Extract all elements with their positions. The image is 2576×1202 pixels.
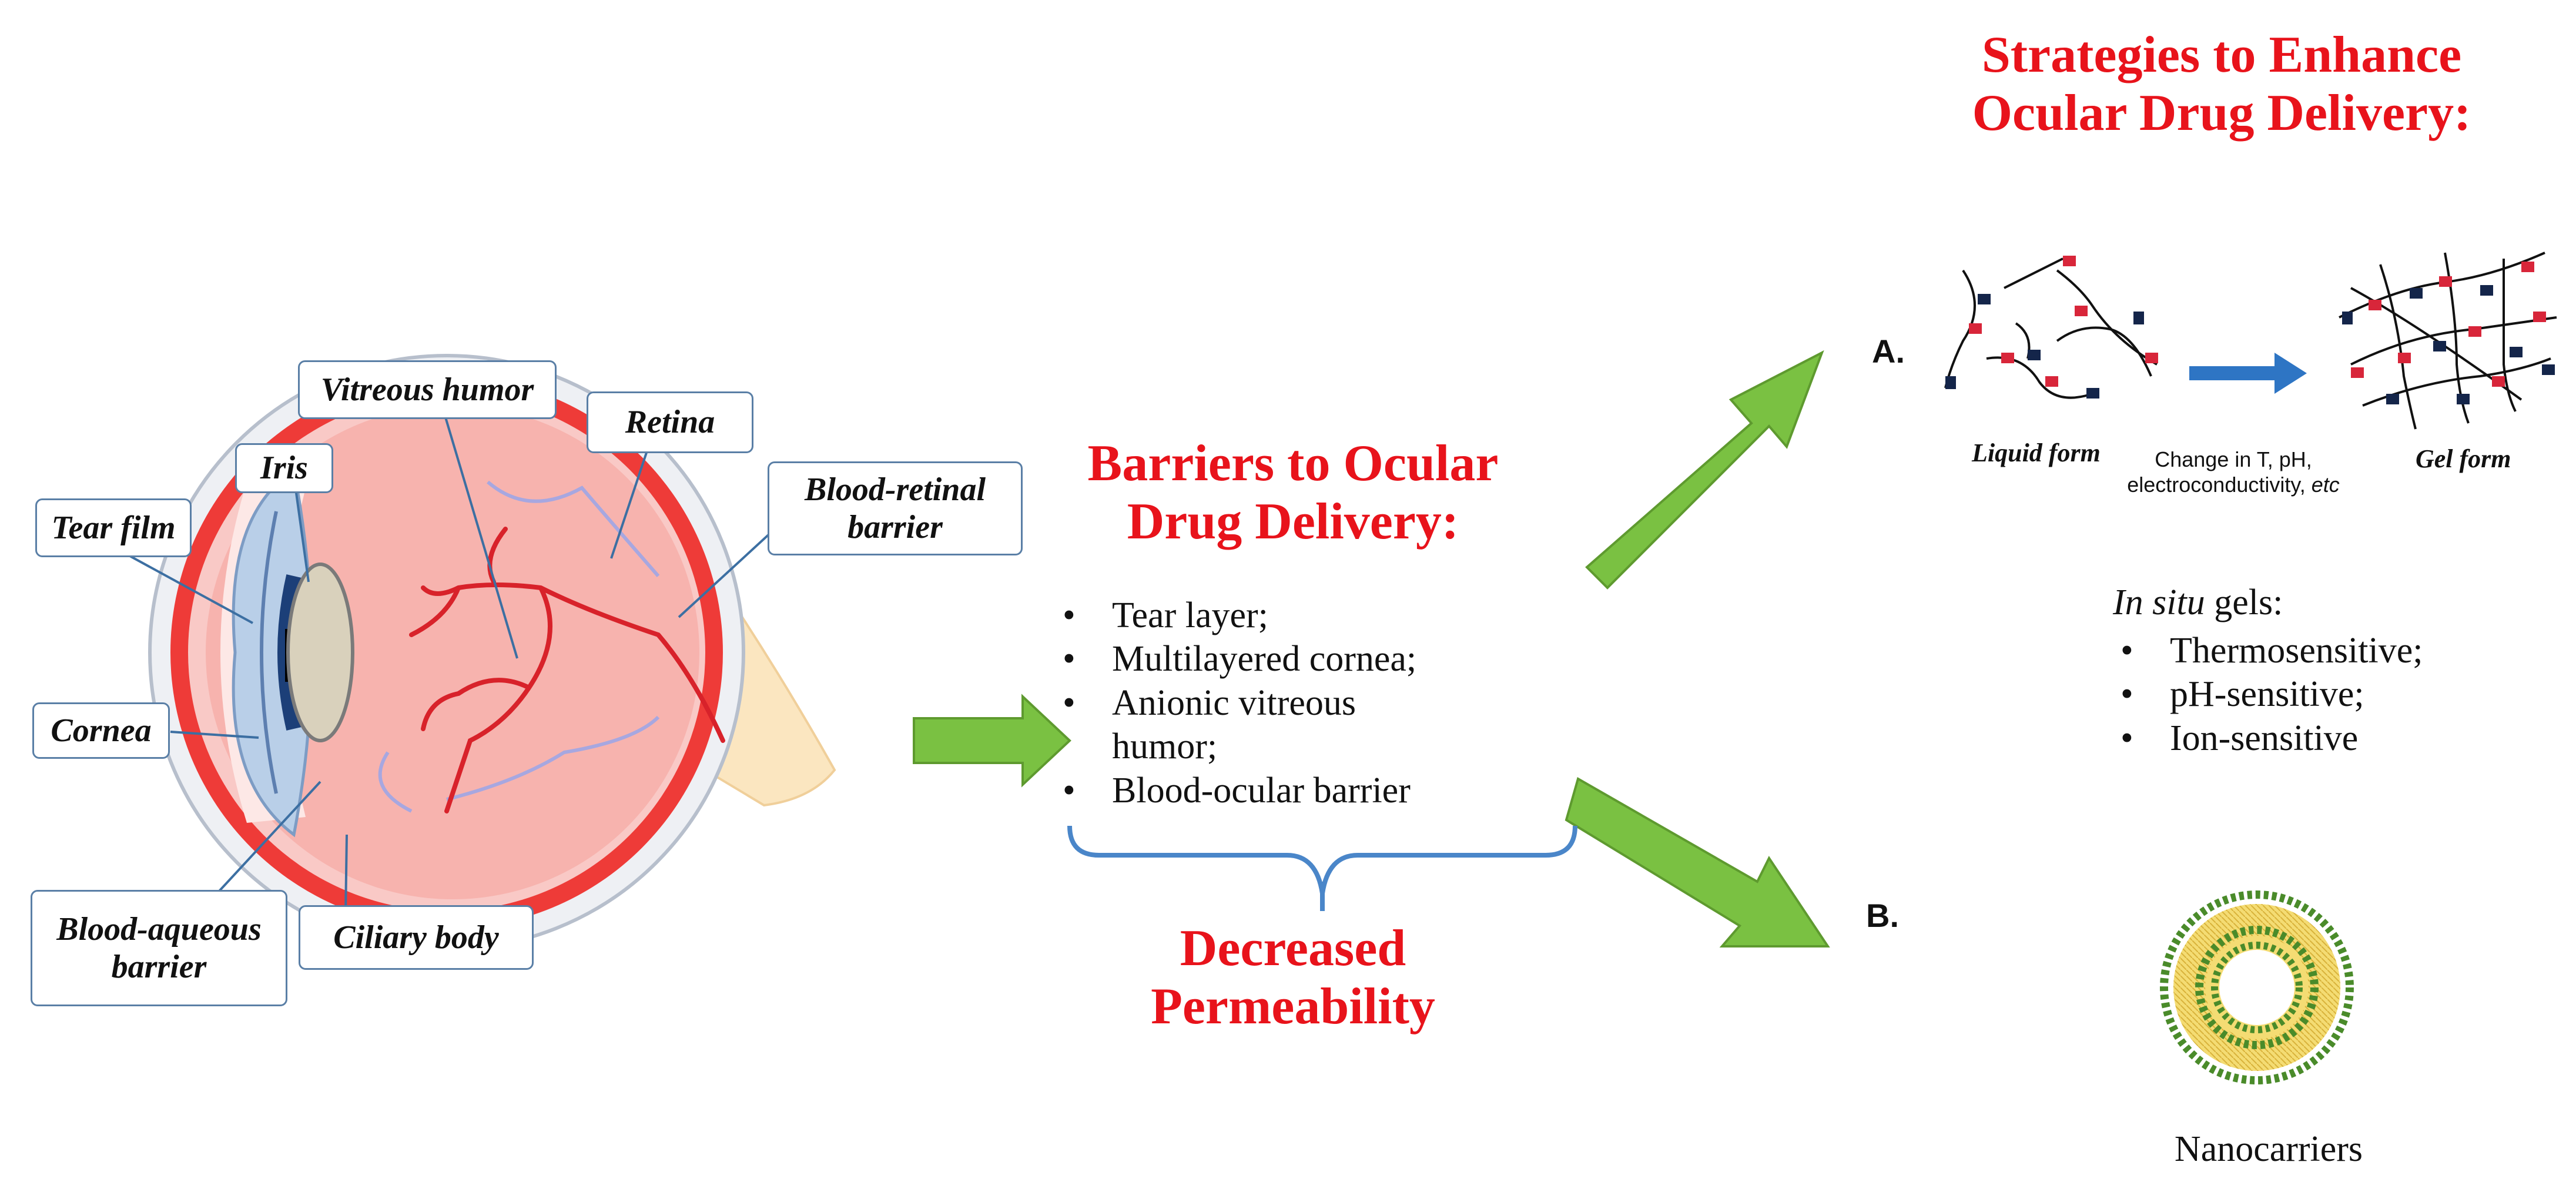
barrier-item: Blood-ocular barrier bbox=[1058, 769, 1563, 813]
strategy-a-letter: A. bbox=[1872, 333, 1905, 370]
strategies-title: Strategies to Enhance Ocular Drug Delive… bbox=[1972, 26, 2471, 142]
barrier-item: Multilayered cornea; bbox=[1058, 637, 1563, 681]
barrier-item: Tear layer; bbox=[1058, 594, 1563, 638]
change-condition-line2: electroconductivity, etc bbox=[2127, 473, 2340, 497]
barriers-title: Barriers to Ocular Drug Delivery: bbox=[1087, 435, 1499, 550]
gel-form-label: Gel form bbox=[2416, 444, 2511, 473]
vitreous-body bbox=[206, 406, 699, 899]
gel-form-network-icon bbox=[2339, 252, 2557, 430]
strategy-b-letter: B. bbox=[1866, 897, 1899, 934]
in-situ-gels-list: Thermosensitive; pH-sensitive; Ion-sensi… bbox=[2116, 629, 2527, 761]
label-blood-aqueous-barrier: Blood-aqueous barrier bbox=[31, 890, 287, 1006]
in-situ-gel-item: Ion-sensitive bbox=[2116, 716, 2527, 761]
barriers-list: Tear layer; Multilayered cornea; Anionic… bbox=[1058, 594, 1563, 812]
in-situ-gel-item: pH-sensitive; bbox=[2116, 672, 2527, 716]
in-situ-gels-heading: In situ gels: bbox=[2113, 582, 2283, 622]
label-cornea: Cornea bbox=[32, 702, 170, 759]
barrier-item: Anionic vitreous humor; bbox=[1058, 681, 1441, 769]
label-iris: Iris bbox=[235, 443, 333, 493]
label-ciliary-body: Ciliary body bbox=[299, 905, 534, 970]
gel-transition-arrow bbox=[2189, 353, 2307, 394]
eye-illustration bbox=[123, 354, 836, 951]
label-retina: Retina bbox=[587, 391, 753, 453]
change-condition-text: Change in T, pH, electroconductivity, et… bbox=[2116, 447, 2351, 497]
arrow-to-strategy-a bbox=[1585, 350, 1824, 590]
nanocarriers-caption: Nanocarriers bbox=[2174, 1129, 2363, 1169]
liquid-form-polymer-icon bbox=[1944, 256, 2158, 399]
arrow-to-barriers bbox=[913, 694, 1071, 788]
change-condition-line1: Change in T, pH, bbox=[2155, 447, 2312, 471]
liquid-form-label: Liquid form bbox=[1972, 438, 2101, 467]
nanocarrier-liposome-icon bbox=[2160, 890, 2354, 1084]
label-vitreous-humor: Vitreous humor bbox=[298, 360, 557, 419]
lens bbox=[286, 563, 354, 742]
label-blood-retinal-barrier: Blood-retinal barrier bbox=[768, 461, 1023, 555]
label-tear-film: Tear film bbox=[35, 498, 192, 557]
decreased-permeability: Decreased Permeability bbox=[1151, 920, 1435, 1035]
in-situ-gel-item: Thermosensitive; bbox=[2116, 629, 2527, 673]
curly-brace bbox=[1067, 825, 1577, 911]
arrow-to-strategy-b bbox=[1565, 776, 1830, 947]
